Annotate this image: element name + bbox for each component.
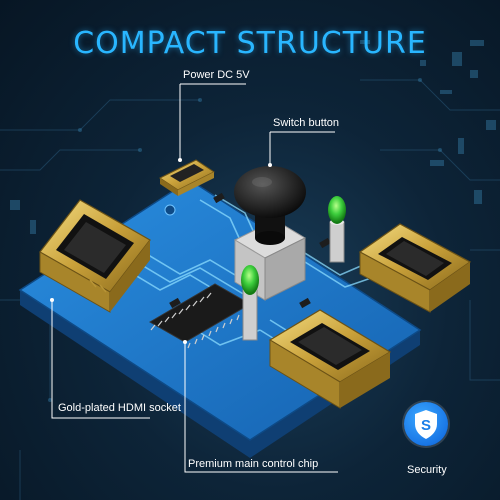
power-port	[159, 159, 215, 196]
hdmi-socket-left	[39, 199, 151, 313]
hdmi-socket-bottom	[268, 309, 392, 409]
power-label: Power DC 5V	[183, 69, 250, 81]
shield-icon: S	[415, 410, 437, 439]
board-edge	[20, 290, 420, 458]
hdmi-socket-label: Gold-plated HDMI socket	[58, 402, 181, 414]
hdmi-socket-right	[358, 223, 472, 313]
led-indicator-left	[241, 265, 259, 341]
security-badge: S	[404, 402, 448, 446]
callout-lines	[51, 83, 338, 473]
led-indicator-right	[328, 196, 346, 263]
page-title: COMPACT STRUCTURE	[73, 26, 427, 61]
switch-label: Switch button	[273, 117, 340, 129]
svg-text:S: S	[421, 417, 431, 434]
main-chip-label: Premium main control chip	[188, 458, 319, 470]
security-label: Security	[407, 464, 447, 476]
